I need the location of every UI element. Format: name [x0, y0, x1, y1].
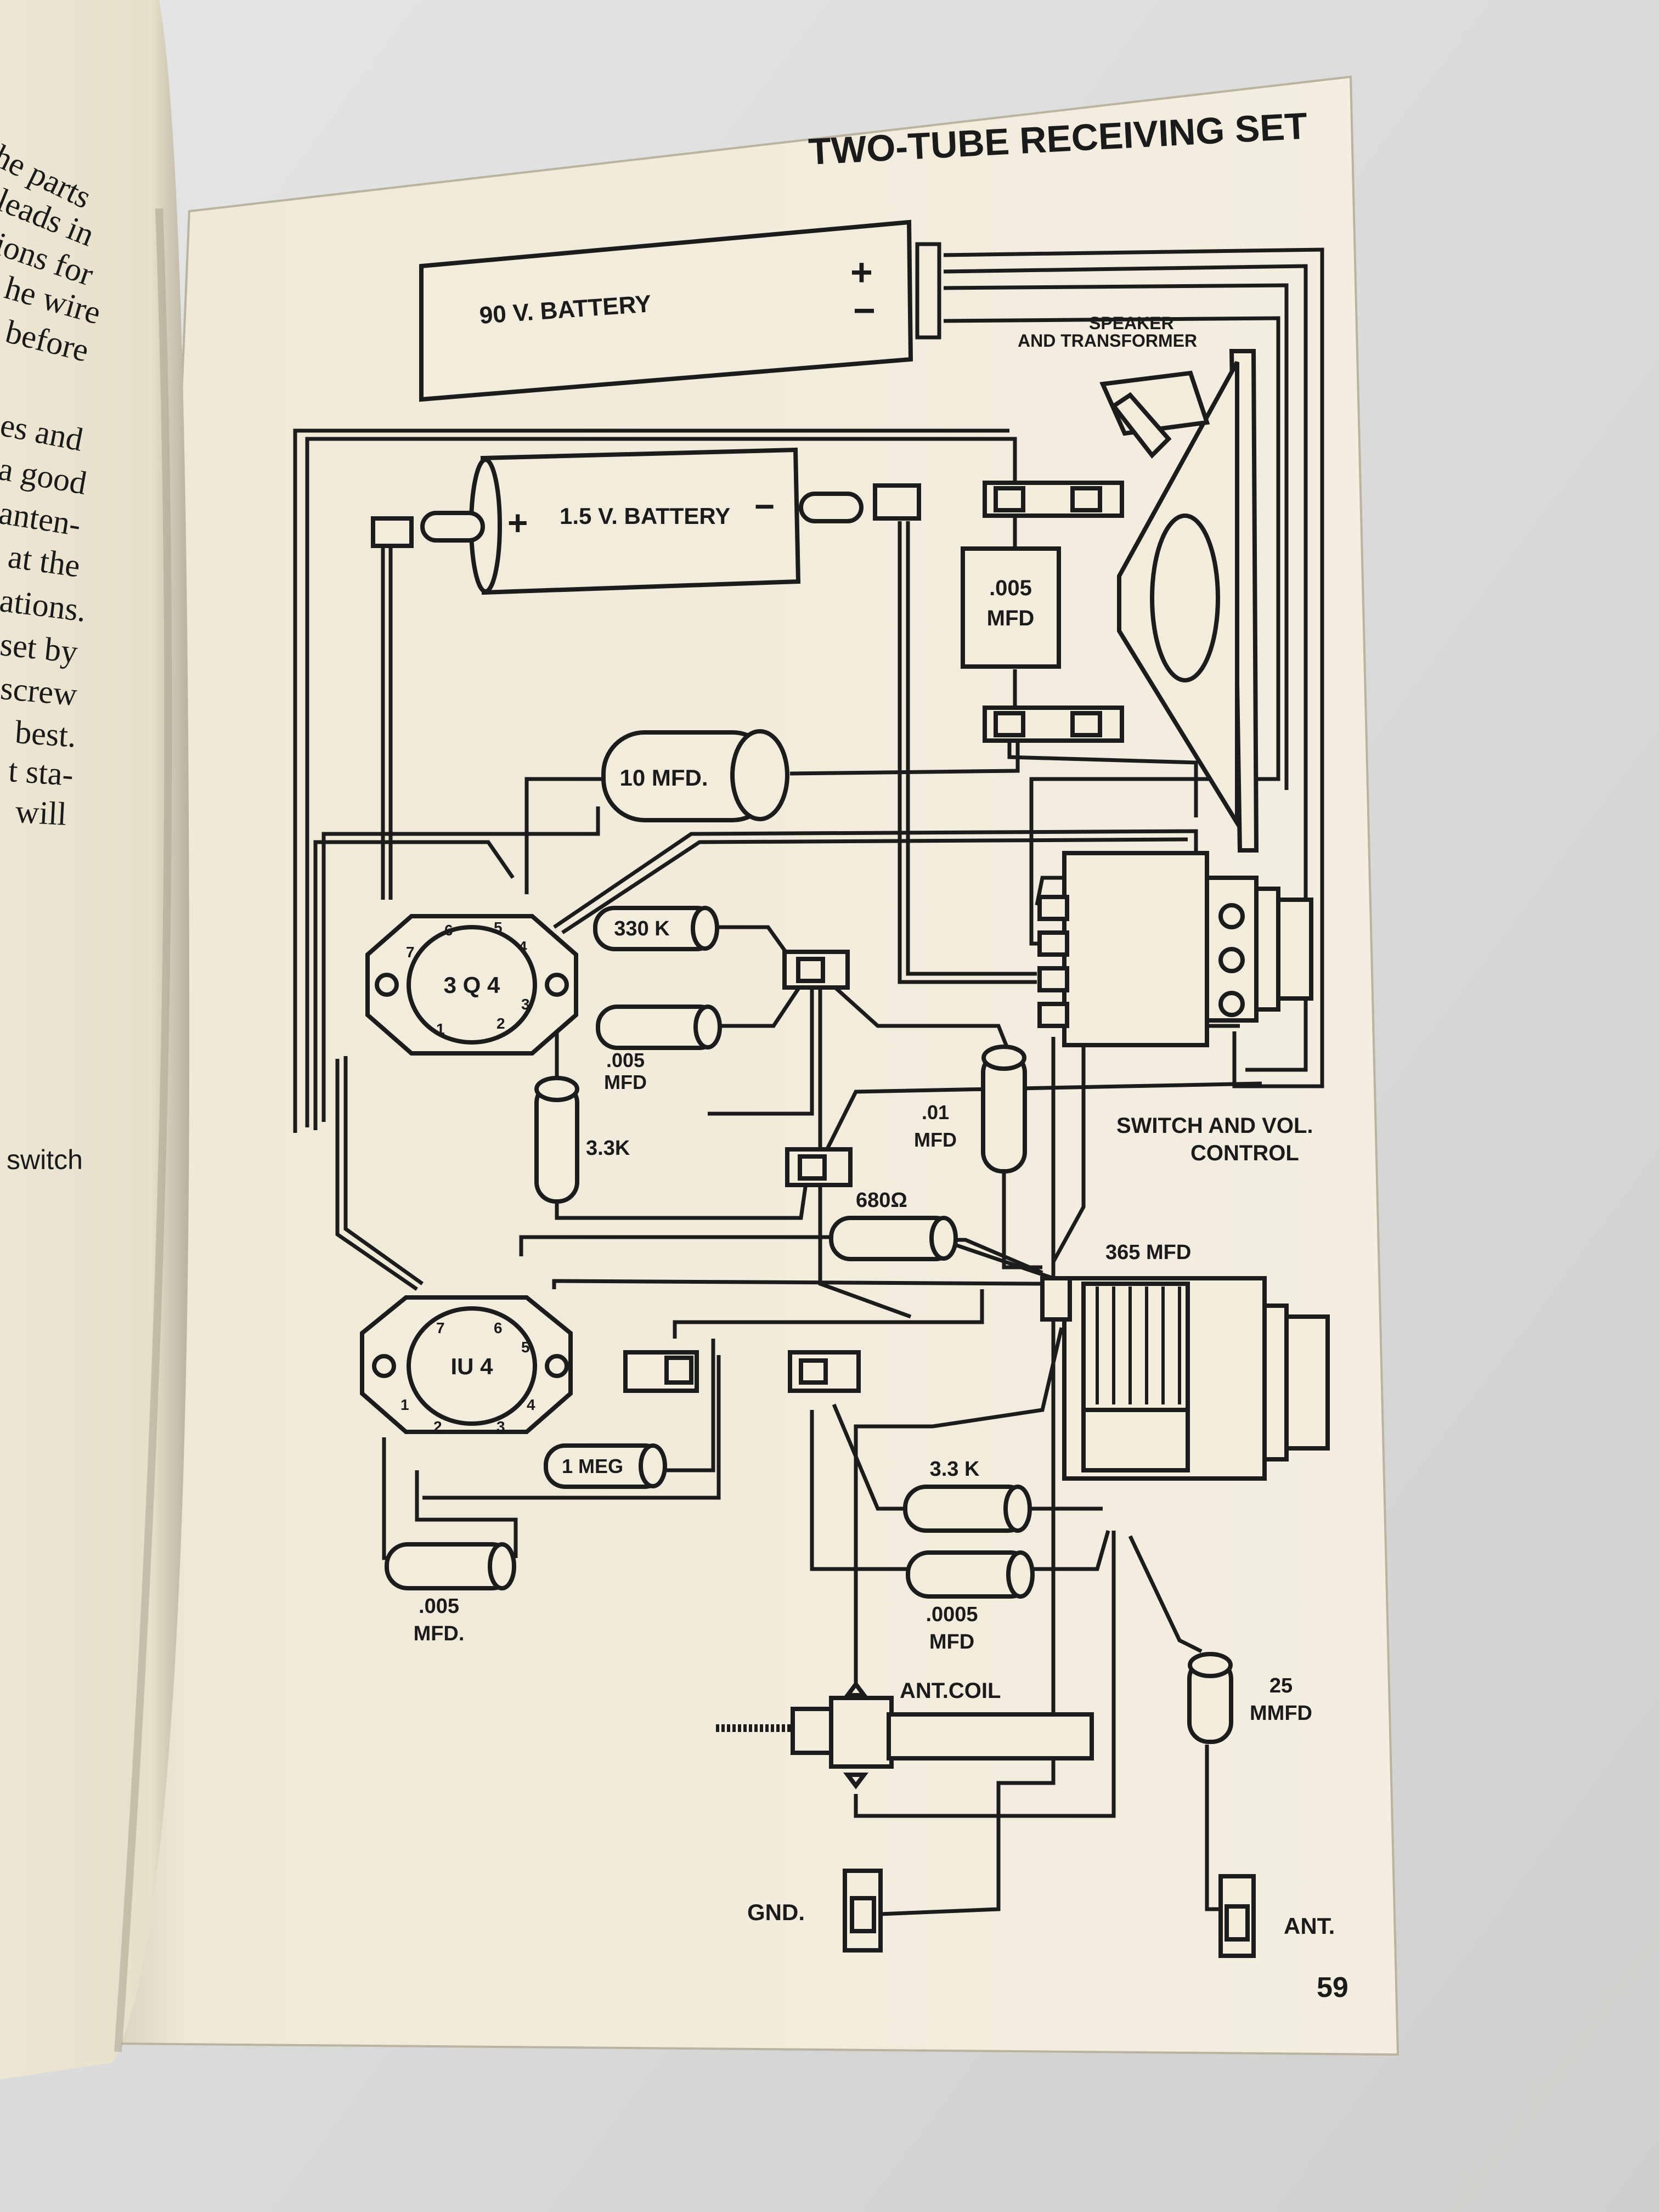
pin-label: 7 [436, 1319, 445, 1336]
ground-terminal: GND. [747, 1869, 883, 1953]
switch-label-line2: CONTROL [1190, 1141, 1299, 1165]
antenna-terminal: ANT. [1218, 1874, 1335, 1958]
minus-sign-small: − [754, 487, 775, 526]
capacitor-10mfd: 10 MFD. [601, 729, 789, 822]
tube-3q4-label: 3 Q 4 [444, 972, 500, 998]
variable-capacitor-365: 365 MFD [1040, 1241, 1330, 1481]
left-page-switch: switch [7, 1144, 83, 1175]
plus-sign-small: + [507, 503, 528, 543]
capacitor-25-label: 25 [1269, 1674, 1293, 1697]
resistor-680: 680Ω [829, 1189, 958, 1261]
capacitor-005-bottom: .005 MFD. [385, 1542, 516, 1645]
speaker-label-line2: AND TRANSFORMER [1018, 331, 1197, 351]
resistor-3-3k-left: 3.3K [534, 1076, 630, 1204]
terminal-couplers [623, 950, 861, 1393]
capacitor-10mfd-label: 10 MFD. [619, 765, 708, 791]
page-title: TWO-TUBE RECEIVING SET [808, 105, 1308, 173]
capacitor-005-bottom-unit: MFD. [414, 1622, 465, 1645]
capacitor-005-mid-label: .005 [606, 1049, 645, 1071]
pin-label: 7 [406, 944, 415, 961]
resistor-1meg-label: 1 MEG [562, 1455, 623, 1477]
capacitor-01-unit: MFD [914, 1128, 957, 1151]
resistor-680-label: 680Ω [856, 1189, 907, 1212]
pin-label: 1 [400, 1396, 409, 1413]
pin-label: 6 [444, 922, 453, 939]
pin-label: 1 [436, 1020, 445, 1037]
capacitor-005-mid-unit: MFD [604, 1071, 647, 1093]
capacitor-005-mid: .005 MFD [596, 1005, 722, 1093]
pin-label: 2 [433, 1418, 442, 1435]
tube-1u4-label: IU 4 [450, 1353, 493, 1379]
ant-coil-label: ANT.COIL [900, 1679, 1001, 1703]
resistor-330k-label: 330 K [614, 917, 670, 940]
pin-label: 5 [494, 919, 503, 936]
speaker-label-line1: SPEAKER [1089, 313, 1174, 333]
pin-label: 2 [496, 1015, 505, 1032]
battery-1-5v-label: 1.5 V. BATTERY [560, 503, 730, 529]
resistor-330k: 330 K [593, 906, 719, 951]
capacitor-25mmfd: 25 MMFD [1187, 1652, 1312, 1744]
battery-1-5v: + 1.5 V. BATTERY − [371, 447, 921, 595]
resistor-3-3k-left-label: 3.3K [586, 1137, 630, 1160]
pin-label: 4 [527, 1396, 535, 1413]
left-page: he parts leads in ions for he wire befor… [0, 0, 187, 2140]
capacitor-0005: .0005 MFD [906, 1550, 1035, 1654]
capacitor-005-top: .005 MFD [961, 546, 1061, 669]
ant-label: ANT. [1284, 1913, 1335, 1939]
page-number: 59 [1317, 1972, 1348, 2004]
pin-label: 4 [518, 938, 527, 955]
tube-3q4: 3 Q 4 6 5 4 3 2 1 7 [365, 914, 578, 1056]
capacitor-0005-unit: MFD [929, 1630, 974, 1654]
pin-label: 3 [496, 1418, 505, 1435]
capacitor-0005-label: .0005 [926, 1603, 978, 1626]
antenna-coil: ANT.COIL [716, 1679, 1094, 1790]
gnd-label: GND. [747, 1899, 805, 1925]
pin-label: 6 [494, 1319, 503, 1336]
resistor-3-3k-right-label: 3.3 K [930, 1458, 980, 1481]
resistor-1meg: 1 MEG [544, 1443, 667, 1489]
plus-sign: + [850, 251, 873, 294]
pin-label: 5 [521, 1339, 530, 1356]
capacitor-25-unit: MMFD [1250, 1702, 1312, 1725]
switch-volume-control: SWITCH AND VOL. CONTROL [1037, 851, 1313, 1165]
capacitor-005-top-label: .005 [989, 576, 1032, 600]
minus-sign: − [853, 289, 876, 332]
capacitor-01: .01 MFD [914, 1045, 1027, 1173]
tube-1u4: IU 4 7 6 5 4 3 2 1 [360, 1295, 573, 1435]
switch-label-line1: SWITCH AND VOL. [1116, 1114, 1313, 1138]
battery-90v: 90 V. BATTERY + − [419, 219, 941, 402]
capacitor-01-label: .01 [922, 1101, 949, 1124]
terminal-blocks-top [983, 481, 1124, 743]
resistor-3-3k-right: 3.3 K [903, 1458, 1032, 1533]
pin-label: 3 [521, 996, 530, 1013]
capacitor-365-label: 365 MFD [1105, 1241, 1191, 1264]
capacitor-005-top-unit: MFD [987, 606, 1035, 630]
speaker: SPEAKER AND TRANSFORMER [1018, 313, 1259, 853]
capacitor-005-bottom-label: .005 [419, 1595, 459, 1618]
